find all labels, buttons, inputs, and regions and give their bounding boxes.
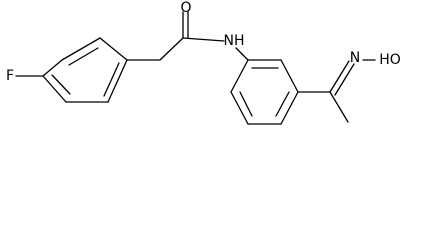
bond (230, 59, 249, 93)
fluorine-label: F (6, 68, 14, 84)
oxime-double-bond (334, 63, 355, 96)
bond (329, 91, 349, 123)
bond (99, 37, 128, 61)
molecule-diagram: F O NH N HO (6, 0, 401, 125)
carbonyl-oxygen-label: O (180, 0, 191, 16)
aromatic-bond (51, 74, 71, 95)
bond (280, 91, 299, 125)
aromatic-bond (239, 91, 253, 117)
fluorophenyl-ring (42, 37, 128, 103)
amide-nitrogen-label: NH (224, 33, 245, 49)
bond (42, 75, 67, 103)
phenyl-ring (230, 59, 299, 125)
aromatic-bond (103, 62, 120, 97)
bond (235, 47, 249, 61)
oxime-double-bond (329, 60, 350, 93)
aromatic-bond (275, 91, 290, 117)
hydroxyl-label: HO (379, 52, 401, 68)
bond (61, 37, 101, 61)
oxime-nitrogen-label: N (350, 50, 360, 66)
bond (230, 91, 249, 125)
bond (159, 37, 184, 61)
aromatic-bond (68, 47, 99, 66)
amide-bond (182, 37, 225, 42)
bond (42, 59, 63, 77)
bond (107, 59, 128, 103)
bond (280, 59, 299, 93)
